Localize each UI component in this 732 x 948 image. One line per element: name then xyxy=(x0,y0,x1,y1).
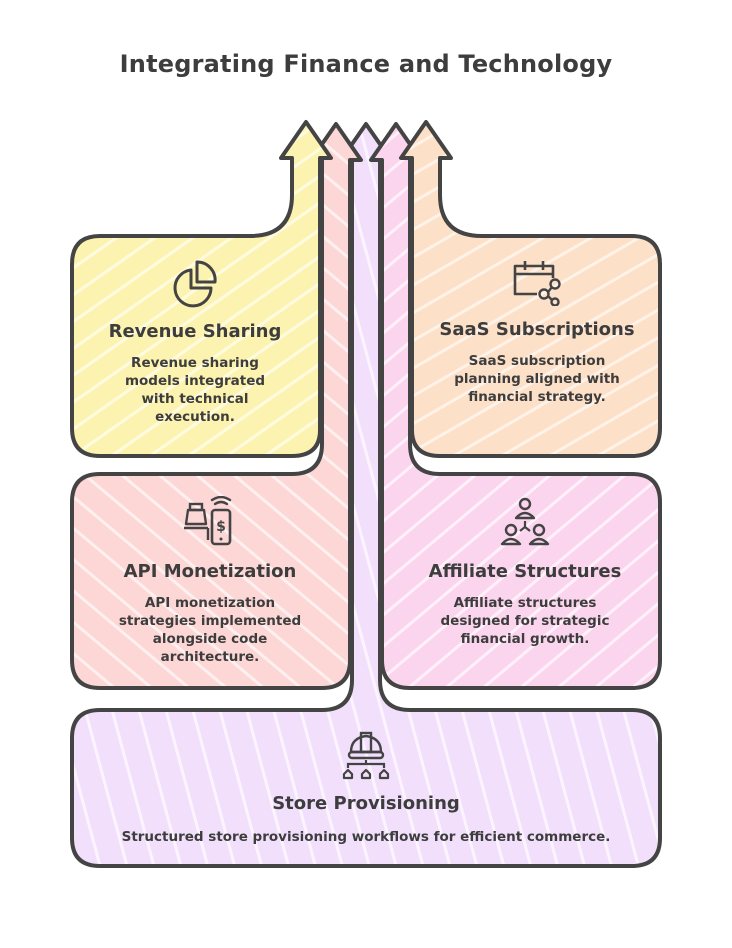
card-description: Structured store provisioning workflows … xyxy=(121,829,611,845)
card-affiliate-structures: Affiliate Structures Affiliate structure… xyxy=(392,496,658,648)
cash-register-phone-icon: $ xyxy=(184,496,232,546)
card-saas-subscriptions: SaaS Subscriptions SaaS subscription pla… xyxy=(432,258,642,406)
card-title: Revenue Sharing xyxy=(108,321,282,342)
card-title: Affiliate Structures xyxy=(428,561,622,582)
card-title: SaaS Subscriptions xyxy=(439,319,635,340)
affiliate-network-icon xyxy=(500,497,550,546)
card-description: Affiliate structures designed for strate… xyxy=(440,595,610,647)
diagram-title: Integrating Finance and Technology xyxy=(119,50,613,78)
svg-text:$: $ xyxy=(216,519,226,535)
card-title: API Monetization xyxy=(123,561,297,582)
hardhat-hierarchy-icon xyxy=(342,731,390,780)
card-revenue-sharing: Revenue Sharing Revenue sharing models i… xyxy=(90,258,300,426)
card-store-provisioning: Store Provisioning Structured store prov… xyxy=(80,730,652,846)
card-api-monetization: $ API Monetization API monetization stra… xyxy=(80,496,340,666)
affiliate-structures-shape xyxy=(369,122,662,690)
card-description: Revenue sharing models integrated with t… xyxy=(124,355,266,425)
card-description: API monetization strategies implemented … xyxy=(118,595,302,665)
saas-subscriptions-shape xyxy=(399,120,662,458)
pie-chart-icon xyxy=(173,260,217,308)
card-title: Store Provisioning xyxy=(272,793,460,814)
api-monetization-shape xyxy=(70,122,363,690)
calendar-share-icon xyxy=(513,261,561,306)
card-description: SaaS subscription planning aligned with … xyxy=(454,353,620,405)
